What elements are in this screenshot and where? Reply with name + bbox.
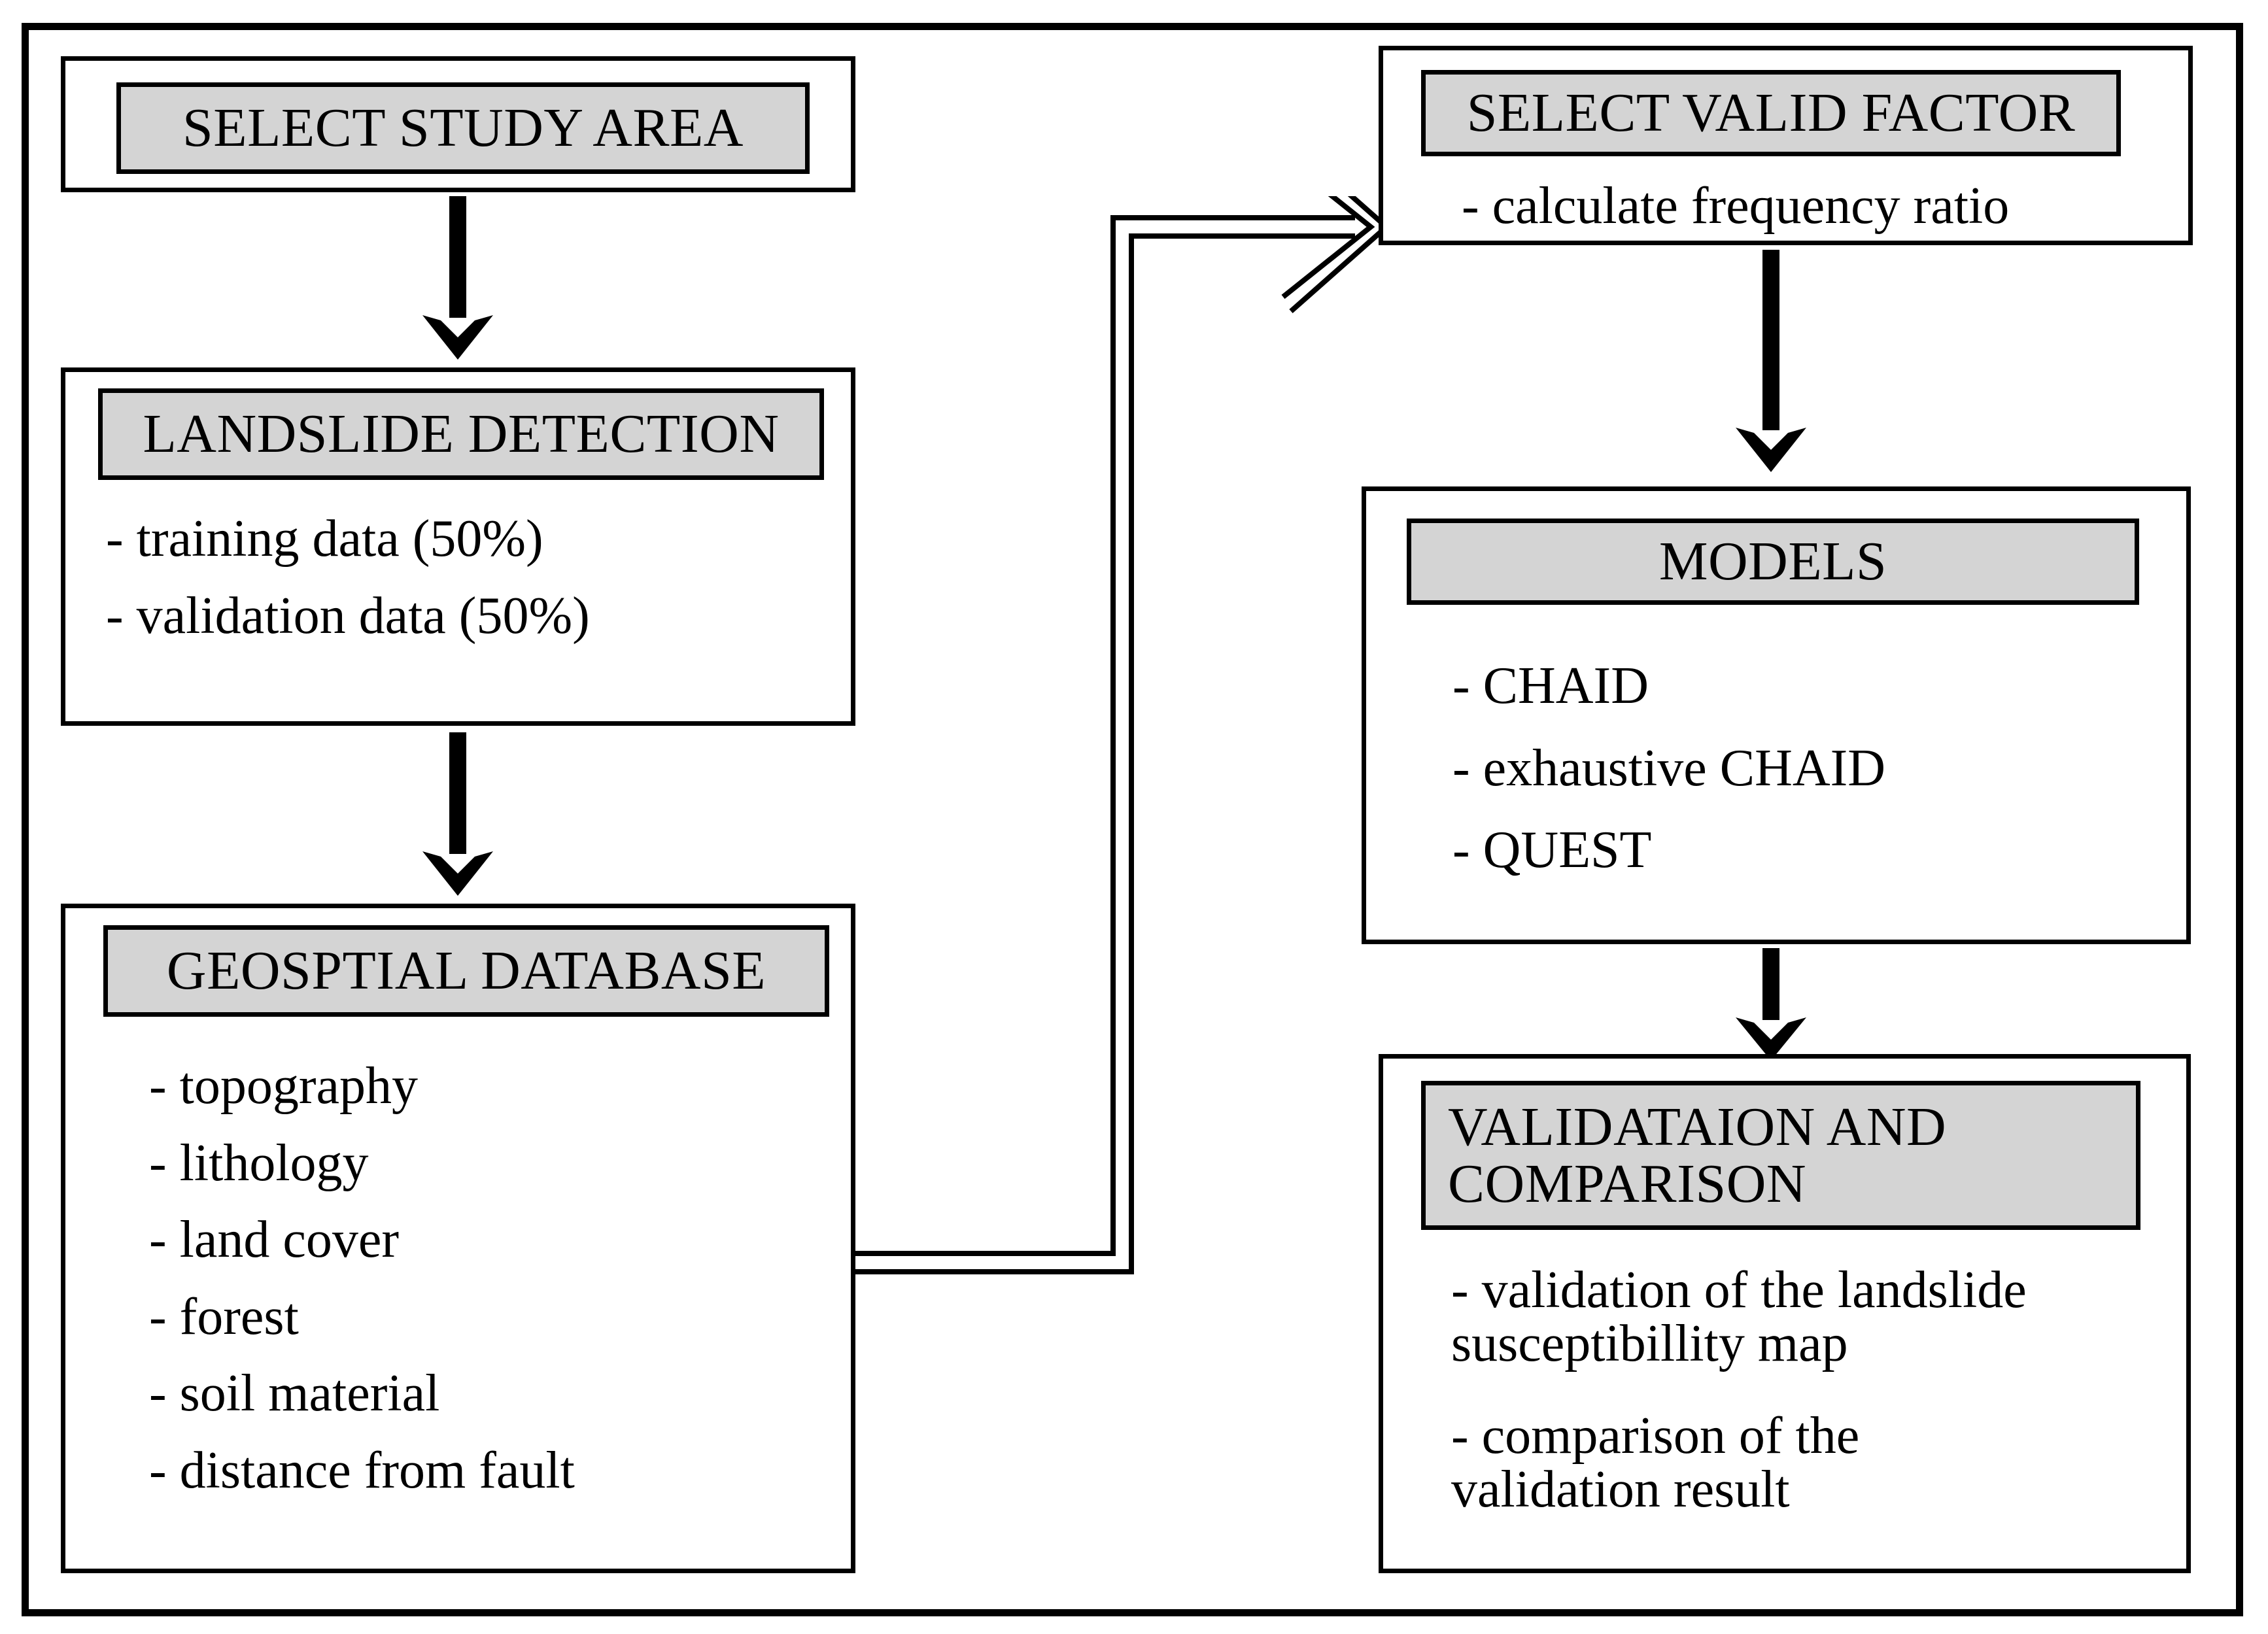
- node-models[interactable]: MODELS - CHAID - exhaustive CHAID - QUES…: [1362, 486, 2191, 944]
- node-select-valid-factor[interactable]: SELECT VALID FACTOR - calculate frequenc…: [1379, 46, 2193, 245]
- node-geosptial-database[interactable]: GEOSPTIAL DATABASE - topography - lithol…: [61, 904, 855, 1573]
- list-item: - forest: [149, 1287, 299, 1346]
- list-item: - land cover: [149, 1211, 400, 1269]
- node-header-select-study-area: SELECT STUDY AREA: [116, 82, 810, 174]
- node-items-landslide-detection: - training data (50%) - validation data …: [106, 510, 825, 645]
- arrow-detection-to-database: [412, 732, 504, 896]
- arrow-study-to-detection: [412, 196, 504, 360]
- list-item: - CHAID: [1452, 657, 1649, 715]
- node-validation-and-comparison[interactable]: VALIDATAION AND COMPARISON - validation …: [1379, 1054, 2191, 1573]
- arrow-models-to-validation: [1725, 948, 1817, 1061]
- node-header-models: MODELS: [1407, 519, 2139, 605]
- node-landslide-detection[interactable]: LANDSLIDE DETECTION - training data (50%…: [61, 367, 855, 726]
- node-items-validation-and-comparison: - validation of the landslide susceptibi…: [1451, 1261, 2190, 1518]
- node-select-study-area[interactable]: SELECT STUDY AREA: [61, 56, 855, 192]
- node-items-geosptial-database: - topography - lithology - land cover - …: [149, 1057, 829, 1499]
- list-item: - lithology: [149, 1134, 369, 1192]
- list-item: - exhaustive CHAID: [1452, 739, 1886, 797]
- list-item: - QUEST: [1452, 821, 1652, 879]
- node-header-select-valid-factor: SELECT VALID FACTOR: [1421, 70, 2121, 156]
- list-item: - validation data (50%): [106, 587, 590, 645]
- arrow-factor-to-models: [1725, 250, 1817, 472]
- list-item: - calculate frequency ratio: [1462, 177, 2010, 235]
- list-item: - comparison of the validation result: [1451, 1407, 1860, 1518]
- node-header-landslide-detection: LANDSLIDE DETECTION: [98, 388, 824, 480]
- node-header-geosptial-database: GEOSPTIAL DATABASE: [103, 925, 829, 1017]
- list-item: - validation of the landslide susceptibi…: [1451, 1261, 2027, 1372]
- list-item: - soil material: [149, 1365, 440, 1423]
- list-item: - training data (50%): [106, 510, 543, 568]
- node-items-models: - CHAID - exhaustive CHAID - QUEST: [1452, 657, 2172, 879]
- arrow-database-to-factor: [844, 196, 1386, 1295]
- node-header-validation-and-comparison: VALIDATAION AND COMPARISON: [1421, 1081, 2140, 1230]
- list-item: - distance from fault: [149, 1441, 575, 1499]
- list-item: - topography: [149, 1057, 419, 1115]
- node-items-select-valid-factor: - calculate frequency ratio: [1462, 177, 2174, 235]
